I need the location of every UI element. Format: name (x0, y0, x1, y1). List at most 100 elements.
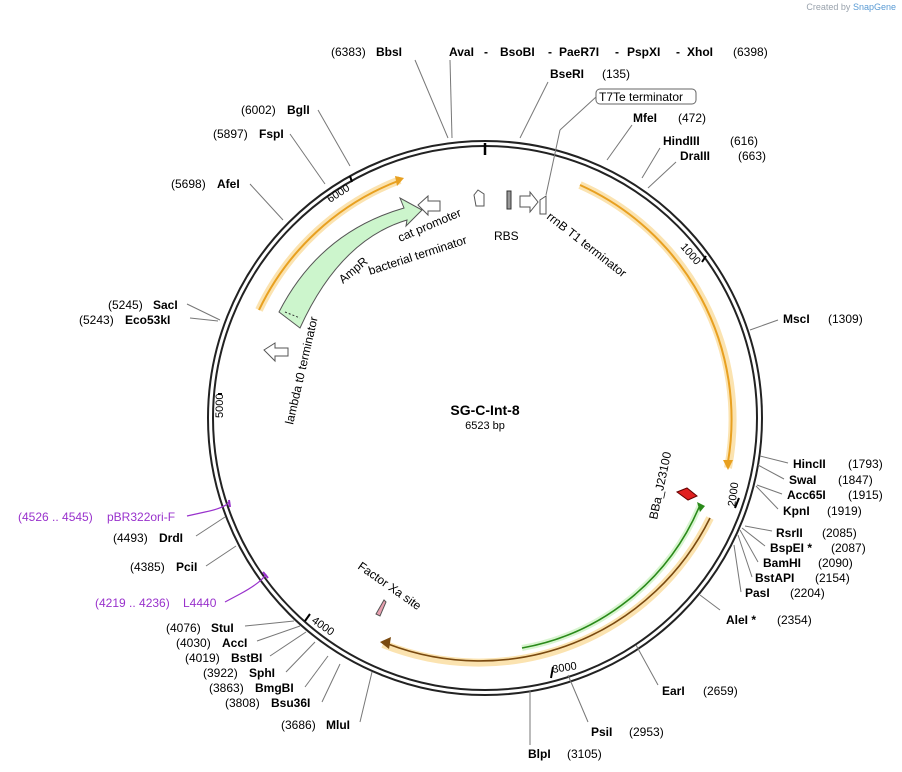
t7te-leader (559, 96, 597, 131)
enzyme-pspxi: PspXI (627, 45, 660, 59)
enzyme-bamhi: BamHI (763, 556, 801, 570)
enzyme-pos-swai: (1847) (838, 473, 873, 487)
enzyme-bspei: BspEI * (770, 541, 812, 555)
rrnb-label: rrnB T1 terminator (544, 209, 629, 280)
enzyme-pos-bbsi: (6383) (331, 45, 366, 59)
bba-label: BBa_J23100 (646, 450, 674, 520)
tick-mark-2000 (734, 497, 740, 509)
enzyme-pos-hindiii: (616) (730, 134, 758, 148)
enzyme-pos-bsu36i: (3808) (225, 696, 260, 710)
enzyme-bstapi: BstAPI (755, 571, 794, 585)
orf-arrow-upper-left (258, 180, 399, 311)
enzyme-pos-mlui: (3686) (281, 718, 316, 732)
enzyme-pos-kpni: (1919) (827, 504, 862, 518)
tick-3000: 3000 (552, 660, 578, 676)
t7te-box (595, 88, 697, 105)
enzyme-pos-mfei: (472) (678, 111, 706, 125)
enzyme-pos-bspei: (2087) (831, 541, 866, 555)
enzyme-bgli: BglI (287, 103, 310, 117)
orf-green-arrowhead (697, 502, 705, 512)
enzyme-bsu36i: Bsu36I (271, 696, 310, 710)
primer-pbr322-range: (4526 .. 4545) (18, 510, 93, 524)
enzyme-mlui: MluI (326, 718, 350, 732)
tick-2000: 2000 (726, 482, 741, 508)
orf-arrow-right (579, 184, 733, 463)
factor-xa-mark (375, 599, 387, 617)
enzyme-alei: AleI * (726, 613, 756, 627)
ampr-arrow (278, 196, 423, 329)
plasmid-length: 6523 bp (465, 420, 505, 432)
bacterial-terminator-label: bacterial terminator (367, 233, 469, 278)
plasmid-name: SG-C-Int-8 (450, 402, 519, 418)
enzyme-pos-bseri: (135) (602, 67, 630, 81)
enzyme-drdi: DrdI (159, 531, 183, 545)
enzyme-acc65i: Acc65I (787, 488, 826, 502)
enzyme-rsrii: RsrII (776, 526, 803, 540)
enzyme-sphi: SphI (249, 666, 275, 680)
enzyme-pasi: PasI (745, 586, 770, 600)
dash-1: - (484, 45, 488, 59)
enzyme-pos-bstbi: (4019) (185, 651, 220, 665)
enzyme-pos-stui: (4076) (166, 621, 201, 635)
dash-4: - (676, 45, 680, 59)
t7te-leader-2 (545, 129, 561, 196)
enzyme-bseri: BseRI (550, 67, 584, 81)
primer-l4440-range: (4219 .. 4236) (95, 596, 170, 610)
orf-arrow-bottom (387, 517, 711, 662)
cat-promoter-arrow (417, 194, 441, 217)
enzyme-pos-blpi: (3105) (567, 747, 602, 761)
enzyme-pos-pcii: (4385) (130, 560, 165, 574)
enzyme-pos-bgli: (6002) (241, 103, 276, 117)
enzyme-pos-bmgbi: (3863) (209, 681, 244, 695)
tick-mark-3000 (550, 666, 554, 679)
enzyme-eco53ki: Eco53kI (125, 313, 170, 327)
enzyme-acci: AccI (222, 636, 247, 650)
enzyme-pos-draiii: (663) (738, 149, 766, 163)
backbone-outer-strand (207, 140, 763, 696)
tick-mark-6000 (349, 175, 353, 183)
enzyme-pos-drdi: (4493) (113, 531, 148, 545)
enzyme-pos-fspi: (5897) (213, 127, 248, 141)
enzyme-bstbi: BstBI (231, 651, 262, 665)
enzyme-bsobi: BsoBI (500, 45, 535, 59)
enzyme-pos-afei: (5698) (171, 177, 206, 191)
enzyme-msci: MscI (783, 312, 810, 326)
tick-mark-4000 (304, 613, 311, 622)
enzyme-hindiii: HindIII (663, 134, 700, 148)
primer-l4440-mark (262, 571, 269, 579)
enzyme-blpi: BlpI (528, 747, 551, 761)
credit-prefix: Created by (806, 2, 851, 12)
enzyme-swai: SwaI (789, 473, 816, 487)
orf-highlight-right (578, 181, 737, 469)
rbs-label: RBS (494, 229, 519, 243)
enzyme-bbsi: BbsI (376, 45, 402, 59)
enzyme-fspi: FspI (259, 127, 284, 141)
primer-pbr322-leader (186, 501, 230, 517)
bba-promoter-arrow (675, 487, 698, 501)
enzyme-kpni: KpnI (783, 504, 810, 518)
enzyme-pos-rsrii: (2085) (822, 526, 857, 540)
snapgene-logo: SnapGene (852, 2, 896, 12)
orf-arrowhead-bottom (380, 637, 391, 649)
enzyme-mfei: MfeI (633, 111, 657, 125)
tick-mark-1000 (701, 255, 707, 263)
factor-xa-label: Factor Xa site (355, 559, 424, 613)
primer-pbr322-name: pBR322ori-F (107, 510, 175, 524)
rbs-mark (506, 190, 512, 210)
enzyme-saci: SacI (153, 298, 178, 312)
enzyme-draiii: DraIII (680, 149, 710, 163)
enzyme-pos-bamhi: (2090) (818, 556, 853, 570)
enzyme-avai: AvaI (449, 45, 474, 59)
enzyme-pos-hincii: (1793) (848, 457, 883, 471)
t7te-label: T7Te terminator (545, 88, 697, 196)
enzyme-pcii: PciI (176, 560, 197, 574)
enzyme-pos-saci: (5245) (108, 298, 143, 312)
primer-pbr322-mark (228, 499, 231, 508)
enzyme-psii: PsiI (591, 725, 612, 739)
lambda-arrow (263, 342, 289, 363)
enzyme-pos-sphi: (3922) (203, 666, 238, 680)
enzyme-pos-eari: (2659) (703, 684, 738, 698)
orf-green-arrow (521, 504, 701, 649)
orf-arrowhead-upper-left (395, 176, 404, 186)
lambda-label: lambda t0 terminator (282, 315, 320, 425)
